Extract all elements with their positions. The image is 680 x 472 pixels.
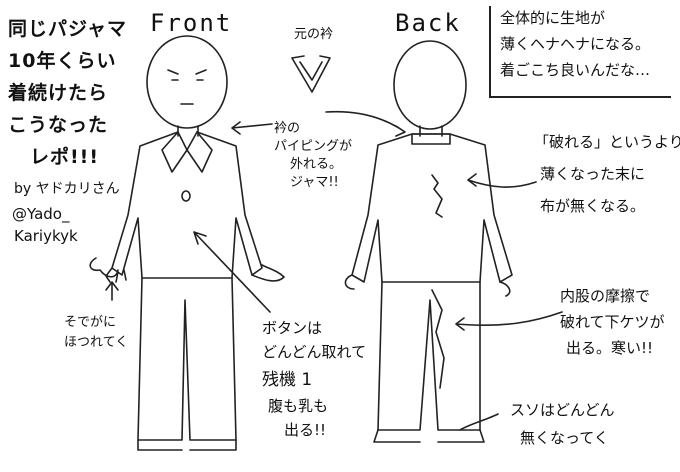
back-jacket [351,133,513,283]
top-right-note-box [489,6,671,98]
arrow-thigh [455,311,563,331]
note-buttons-1: ボタンは [262,319,323,337]
front-right-hand [251,264,285,282]
title-byline: by ヤドカリさん [14,181,120,197]
arrow-sleeve [105,281,119,301]
title-line-3: 着続けたら [8,82,109,104]
note-top-right-3: 着ごこち良いんだな… [500,61,651,79]
note-sleeve-2: ほつれてく [64,335,129,350]
front-head [146,35,228,129]
front-collar [161,131,213,173]
arrow-tear [467,173,537,188]
title-line-4: こうなった [8,114,109,136]
back-pants [377,281,481,431]
front-button [181,190,191,202]
front-jacket [111,131,263,279]
note-torn-2: 薄くなった末に [540,165,646,183]
note-collar-piping-3: 外れる。 [290,157,343,172]
note-thigh-1: 内股の摩擦で [560,287,651,305]
note-thigh-2: 破れて下ケツが [560,313,665,331]
note-thigh-3: 出る。寒い!! [566,339,654,357]
label-original-collar: 元の衿 [294,27,334,42]
front-pants-hem [137,439,237,451]
back-hands [344,274,511,297]
note-buttons-4: 腹も乳も [268,397,329,415]
note-buttons-5: 出る!! [284,421,327,439]
note-top-right-2: 薄くヘナヘナになる。 [500,35,651,53]
back-thigh-tear [431,289,445,389]
label-front: Front [150,9,233,37]
arrow-collar-back [325,110,406,137]
back-tear [431,174,443,218]
title-line-2: 10年くらい [8,50,117,72]
back-pants-hem [373,429,485,443]
note-hem-1: スソはどんどん [510,401,615,419]
arrow-buttons [193,231,271,313]
arrow-collar-piping [231,121,273,135]
note-torn-3: 布が無くなる。 [540,197,646,215]
title-line-5: レポ!!! [30,146,99,168]
note-hem-2: 無くなってく [520,429,609,447]
note-buttons-3: 残機 1 [262,370,313,390]
title-line-1: 同じパジャマ [8,18,128,40]
title-handle-2: Kariykyk [14,227,78,245]
front-left-hand [89,257,119,278]
note-collar-piping-2: パイピングが [274,139,353,154]
note-top-right-1: 全体的に生地が [500,9,606,27]
back-collar [411,133,451,145]
front-figure [89,35,285,451]
note-sleeve-1: そでがに [64,315,117,330]
note-collar-piping-1: 衿の [274,121,301,136]
arrow-hem [459,413,499,431]
note-buttons-2: どんどん取れて [262,343,367,361]
original-collar-sketch [291,55,331,93]
label-back: Back [395,9,461,37]
title-handle-1: @Yado_ [12,205,70,223]
back-head [393,40,467,130]
front-eyebrows [167,69,207,75]
back-figure [344,40,513,443]
note-torn-1: 「破れる」というより [534,133,680,151]
note-collar-piping-4: ジャマ!! [290,175,339,190]
front-pants [137,277,237,441]
